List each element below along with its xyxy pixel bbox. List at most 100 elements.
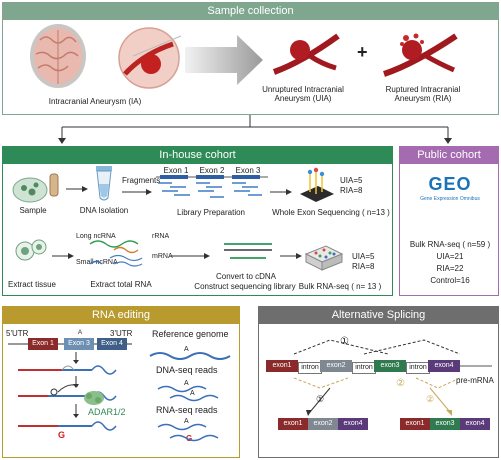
- cohort-connector: [58, 115, 452, 144]
- sample-collection-header: Sample collection: [3, 3, 498, 20]
- isoform-arrows: [306, 387, 452, 416]
- alt-splicing-panel: Alternative Splicing: [258, 306, 499, 458]
- lib-exon2-label: Exon 2: [199, 166, 225, 175]
- iso2-arrow-label: ②: [426, 394, 435, 404]
- flow-arrow-grey: [185, 35, 263, 85]
- public-cohort-header: Public cohort: [400, 147, 498, 164]
- as-intron1-box: intron: [298, 362, 322, 374]
- iso2-exon3-box: exon3: [430, 418, 460, 430]
- rna-reads-label: RNA-seq reads: [156, 405, 218, 415]
- rna-types-graphic: [89, 240, 143, 267]
- rna-exon1-box: Exon 1: [28, 338, 58, 350]
- geo-subtitle: Gene Expression Omnibus: [420, 196, 480, 202]
- extract-tissue-label: Extract tissue: [7, 280, 56, 289]
- fragments-label: Fragments: [122, 176, 161, 185]
- dna-a-mark-1: A: [184, 380, 189, 387]
- ref-genome-label: Reference genome: [152, 329, 229, 339]
- library-prep-label: Library Preparation: [176, 208, 246, 217]
- utr5-label: 5'UTR: [6, 329, 29, 338]
- construct-lib-label: Construct sequencing library: [194, 282, 296, 291]
- path2-marker: ②: [396, 378, 405, 389]
- dna-isolation-label: DNA Isolation: [79, 206, 129, 215]
- rna-reads-a-mark: A: [184, 418, 189, 425]
- ria-vessel-icon: [383, 33, 458, 77]
- sequencing-chip-icon: [300, 167, 334, 202]
- bulk-uia-count: UIA=5: [352, 252, 375, 261]
- rna-reads-g-mark: G: [186, 434, 193, 443]
- inhouse-cohort-panel: In-house cohort: [2, 146, 393, 296]
- as-exon3-box: exon3: [374, 360, 406, 372]
- rrna-label: rRNA: [152, 233, 170, 240]
- cdna-graphic: [224, 243, 272, 259]
- uia-vessel-icon: [272, 33, 340, 75]
- wes-uia-count: UIA=5: [340, 176, 363, 185]
- iso1-arrow-label: ①: [316, 394, 325, 404]
- sample-dish-icon: [12, 173, 59, 203]
- dna-reads-label: DNA-seq reads: [156, 365, 218, 375]
- dna-reads-lines: [157, 385, 219, 402]
- adar-label: ADAR1/2: [88, 407, 126, 417]
- iso1-exon2-box: exon2: [308, 418, 338, 430]
- rna-a-mark-top: A: [78, 330, 83, 336]
- lib-exon1-label: Exon 1: [163, 166, 189, 175]
- rna-g-mark-bottom: G: [58, 430, 66, 440]
- iso1-exon1-box: exon1: [278, 418, 308, 430]
- iso2-exon4-box: exon4: [460, 418, 490, 430]
- public-control-count: Control=16: [430, 276, 470, 285]
- public-cohort-panel: Public cohort: [399, 146, 499, 296]
- wes-ria-count: RIA=8: [340, 186, 363, 195]
- rna-reads-lines: [157, 423, 219, 442]
- as-exon2-box: exon2: [320, 360, 352, 372]
- bulk-ria-count: RIA=8: [352, 262, 375, 271]
- bulk-rnaseq-label: Bulk RNA-seq ( n= 13 ): [298, 282, 382, 291]
- public-ria-count: RIA=22: [436, 264, 464, 273]
- arrow-rna-cdna: [170, 253, 210, 259]
- lib-exon3-label: Exon 3: [235, 166, 261, 175]
- arrow-cdna-bulk: [280, 253, 302, 259]
- arrow-sample-dna: [66, 186, 88, 192]
- path1-marker: ①: [340, 336, 349, 347]
- public-uia-count: UIA=21: [436, 252, 464, 261]
- aneurysm-zoom-icon: [118, 27, 182, 89]
- alt-splicing-header: Alternative Splicing: [259, 307, 498, 324]
- rnaseq-plate-icon: [304, 245, 344, 271]
- rna-exon3-box: Exon 3: [64, 338, 94, 350]
- inhouse-cohort-header: In-house cohort: [3, 147, 392, 164]
- as-exon4-box: exon4: [428, 360, 460, 372]
- dna-a-mark-2: A: [190, 390, 195, 397]
- mrna-label: mRNA: [152, 253, 173, 260]
- utr3-label: 3'UTR: [110, 329, 133, 338]
- sample-collection-panel: Sample collection: [2, 2, 499, 115]
- iso1-exon4-box: exon4: [338, 418, 368, 430]
- tissue-cells-icon: [15, 239, 47, 261]
- sample-label: Sample: [19, 206, 47, 215]
- pre-mrna-label: pre-mRNA: [456, 376, 494, 385]
- dna-tube-icon: [96, 166, 112, 201]
- ref-genome-line: [149, 352, 231, 360]
- adar-enzyme-icon: [84, 391, 104, 405]
- uia-label: Unruptured Intracranial Aneurysm (UIA): [262, 85, 344, 103]
- ref-a-mark: A: [184, 346, 189, 353]
- arrow-dna-lib: [122, 189, 152, 195]
- rna-exon4-box: Exon 4: [97, 338, 127, 350]
- geo-logo: GEO: [428, 174, 472, 194]
- ria-label: Ruptured Intracranial Aneurysm (RIA): [385, 85, 461, 103]
- as-intron2-box: intron: [352, 362, 376, 374]
- as-exon1-box: exon1: [266, 360, 298, 372]
- wes-label: Whole Exon Sequencing ( n=13 ): [272, 208, 390, 217]
- ia-label: Intracranial Aneurysm (IA): [48, 97, 142, 106]
- rna-editing-header: RNA editing: [3, 307, 239, 324]
- library-reads-graphic: [156, 175, 268, 198]
- arrow-lib-wes: [270, 189, 292, 195]
- plus-sign: +: [357, 42, 368, 62]
- editing-steps-graphic: [18, 352, 117, 431]
- arrow-tissue-rna: [52, 253, 74, 259]
- rna-editing-panel: RNA editing: [2, 306, 240, 458]
- public-bulk-label: Bulk RNA-seq ( n=59 ): [409, 240, 491, 249]
- extract-total-rna-label: Extract total RNA: [90, 280, 152, 289]
- iso2-exon1-box: exon1: [400, 418, 430, 430]
- brain-illustration: [30, 24, 86, 88]
- long-ncrna-label: Long ncRNA: [76, 233, 116, 240]
- small-ncrna-label: Small ncRNA: [76, 259, 118, 266]
- convert-cdna-label: Convert to cDNA: [215, 272, 277, 281]
